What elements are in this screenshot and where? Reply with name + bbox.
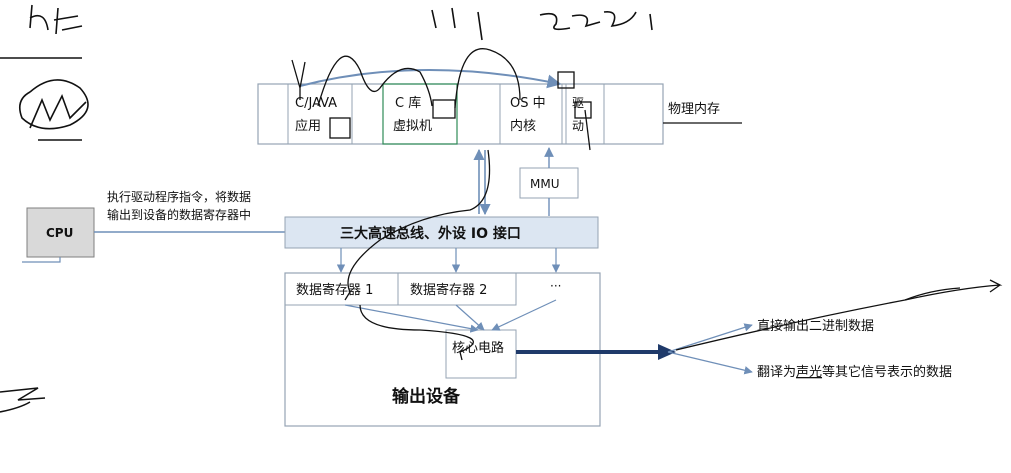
output-device-box — [284, 272, 601, 427]
memory-cell-lib-line2: 虚拟机 — [393, 119, 432, 134]
translate-suffix: 等其它信号表示的数据 — [822, 364, 952, 380]
bus-label: 三大高速总线、外设 IO 接口 — [340, 225, 521, 242]
mmu-box — [519, 167, 579, 199]
cpu-box — [26, 207, 95, 258]
cpu-note-line2: 输出到设备的数据寄存器中 — [107, 207, 251, 222]
output-branch-arrows — [667, 323, 753, 375]
memory-cell-app-line2: 应用 — [295, 118, 321, 134]
output-direct-label: 直接输出二进制数据 — [757, 318, 874, 334]
memory-cell-os-line2: 内核 — [510, 118, 536, 134]
mmu-label: MMU — [530, 177, 560, 191]
translate-underlined: 声光 — [796, 365, 822, 380]
memory-cell-lib-line1: C 库 — [395, 95, 421, 111]
memory-cell-os — [499, 83, 563, 145]
physical-memory-label: 物理内存 — [668, 101, 720, 117]
output-device-title: 输出设备 — [392, 386, 461, 407]
cpu-feed-line — [22, 257, 61, 263]
data-register-2-label: 数据寄存器 2 — [410, 282, 487, 298]
bus-register-arrows — [336, 248, 561, 273]
hand-drawn-annotations — [291, 48, 1003, 361]
memory-cell-app-line1: C/JAVA — [295, 96, 337, 111]
physical-memory-box — [257, 83, 664, 145]
memory-flow-arc — [299, 68, 562, 89]
bus-bar — [284, 216, 599, 249]
bus-memory-double-arrow — [473, 148, 491, 216]
memory-cell-os-line1: OS 中 — [510, 96, 546, 111]
data-register-2-box — [397, 272, 517, 306]
output-translate-label: 翻译为声光等其它信号表示的数据 — [757, 364, 952, 380]
register-core-arrows — [344, 299, 557, 333]
memory-cell-driver-line2: 动 — [572, 119, 584, 133]
cpu-note-line1: 执行驱动程序指令，将数据 — [107, 189, 251, 204]
memory-cell-driver-line1: 驱 — [572, 96, 584, 110]
translate-prefix: 翻译为 — [757, 365, 796, 380]
register-ellipsis: ··· — [550, 279, 561, 293]
core-output-arrow — [516, 344, 676, 360]
core-circuit-label: 核心电路 — [452, 340, 504, 356]
handwriting-scribbles — [0, 4, 653, 413]
cpu-label: CPU — [46, 226, 73, 240]
memory-cell-lib — [382, 83, 458, 145]
memory-cell-app — [287, 83, 353, 145]
core-circuit-box — [445, 329, 517, 379]
data-register-1-label: 数据寄存器 1 — [296, 282, 373, 298]
memory-cell-driver — [565, 83, 605, 145]
